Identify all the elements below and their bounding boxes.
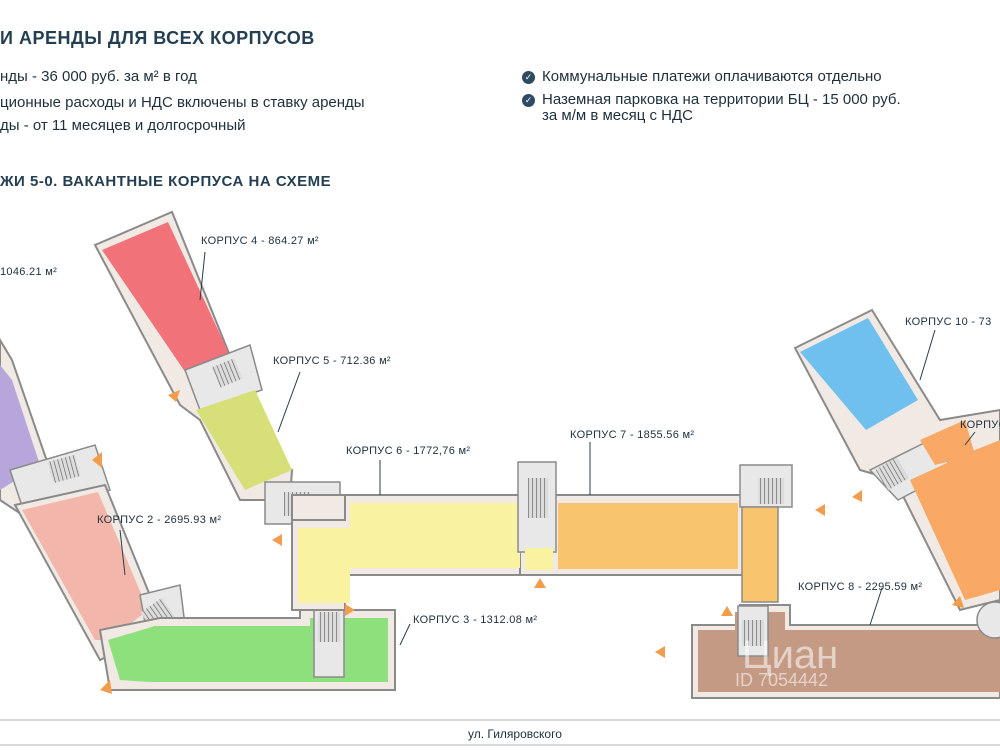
watermark-id: ID 7054442 [735,670,828,690]
korpus-10-label: КОРПУС 10 - 73 [905,316,992,328]
leader-lines [119,251,976,646]
korpus-7-area[interactable] [558,503,738,569]
korpus-6-area[interactable] [298,503,520,603]
korpus-6-label: КОРПУС 6 - 1772,76 м² [346,445,470,457]
korpus-4-area[interactable] [102,222,232,382]
korpus-10-area[interactable] [800,318,918,430]
condition-included: ционные расходы и НДС включены в ставку … [0,94,365,111]
entrance-arrow-icon [852,490,862,502]
korpus-3-label: КОРПУС 3 - 1312.08 м² [413,614,537,626]
korpus-5-label: КОРПУС 5 - 712.36 м² [273,355,391,367]
left-wing [0,338,186,662]
korpus-4-label: КОРПУС 4 - 864.27 м² [201,235,319,247]
entrance-arrow-icon [100,680,112,694]
entrance-arrow-icon [815,504,825,516]
korpus-3-area[interactable] [108,618,388,682]
watermark-logo: Циан [742,633,838,677]
condition-term: ды - от 11 месяцев и долгосрочный [0,117,246,134]
right-wing [793,308,1000,612]
korpus-1-label: 1046.21 м² [0,266,57,278]
condition-parking: Наземная парковка на территории БЦ - 15 … [542,91,901,108]
korpus-5-area[interactable] [196,390,292,490]
korpus-2-label: КОРПУС 2 - 2695.93 м² [97,514,221,526]
check-icon: ✓ [522,71,535,84]
korpus-9-label: КОРПУС [960,419,1000,431]
street-name: ул. Гиляровского [468,727,562,741]
central-block [291,461,793,611]
scheme-title: ЖИ 5-0. ВАКАНТНЫЕ КОРПУСА НА СХЕМЕ [0,173,332,190]
entrance-arrow-icon [168,390,180,402]
entrance-arrow-icon [655,646,665,658]
korpus-1-area[interactable] [0,365,40,490]
korpus-8-block [691,598,1000,699]
korpus-8-label: КОРПУС 8 - 2295.59 м² [798,581,922,593]
korpus-7-label: КОРПУС 7 - 1855.56 м² [570,429,694,441]
entrance-arrow-icon [721,606,733,616]
condition-parking-cont: за м/м в месяц с НДС [542,107,694,124]
entrance-arrow-icon [272,534,282,546]
upper-left-wing [93,210,341,525]
rent-conditions-title: И АРЕНДЫ ДЛЯ ВСЕХ КОРПУСОВ [0,28,315,48]
entrance-arrows [92,390,964,694]
entrance-arrow-icon [952,596,964,608]
korpus-9-area[interactable] [910,440,1000,600]
condition-utilities: Коммунальные платежи оплачиваются отдель… [542,68,882,85]
korpus-2-area[interactable] [22,492,148,640]
entrance-arrow-icon [534,578,546,588]
entrance-arrow-icon [345,604,355,616]
korpus-8-area[interactable] [698,610,1000,692]
entrance-arrow-icon [92,452,102,468]
condition-rate: нды - 36 000 руб. за м² в год [0,68,197,85]
check-icon: ✓ [522,94,535,107]
